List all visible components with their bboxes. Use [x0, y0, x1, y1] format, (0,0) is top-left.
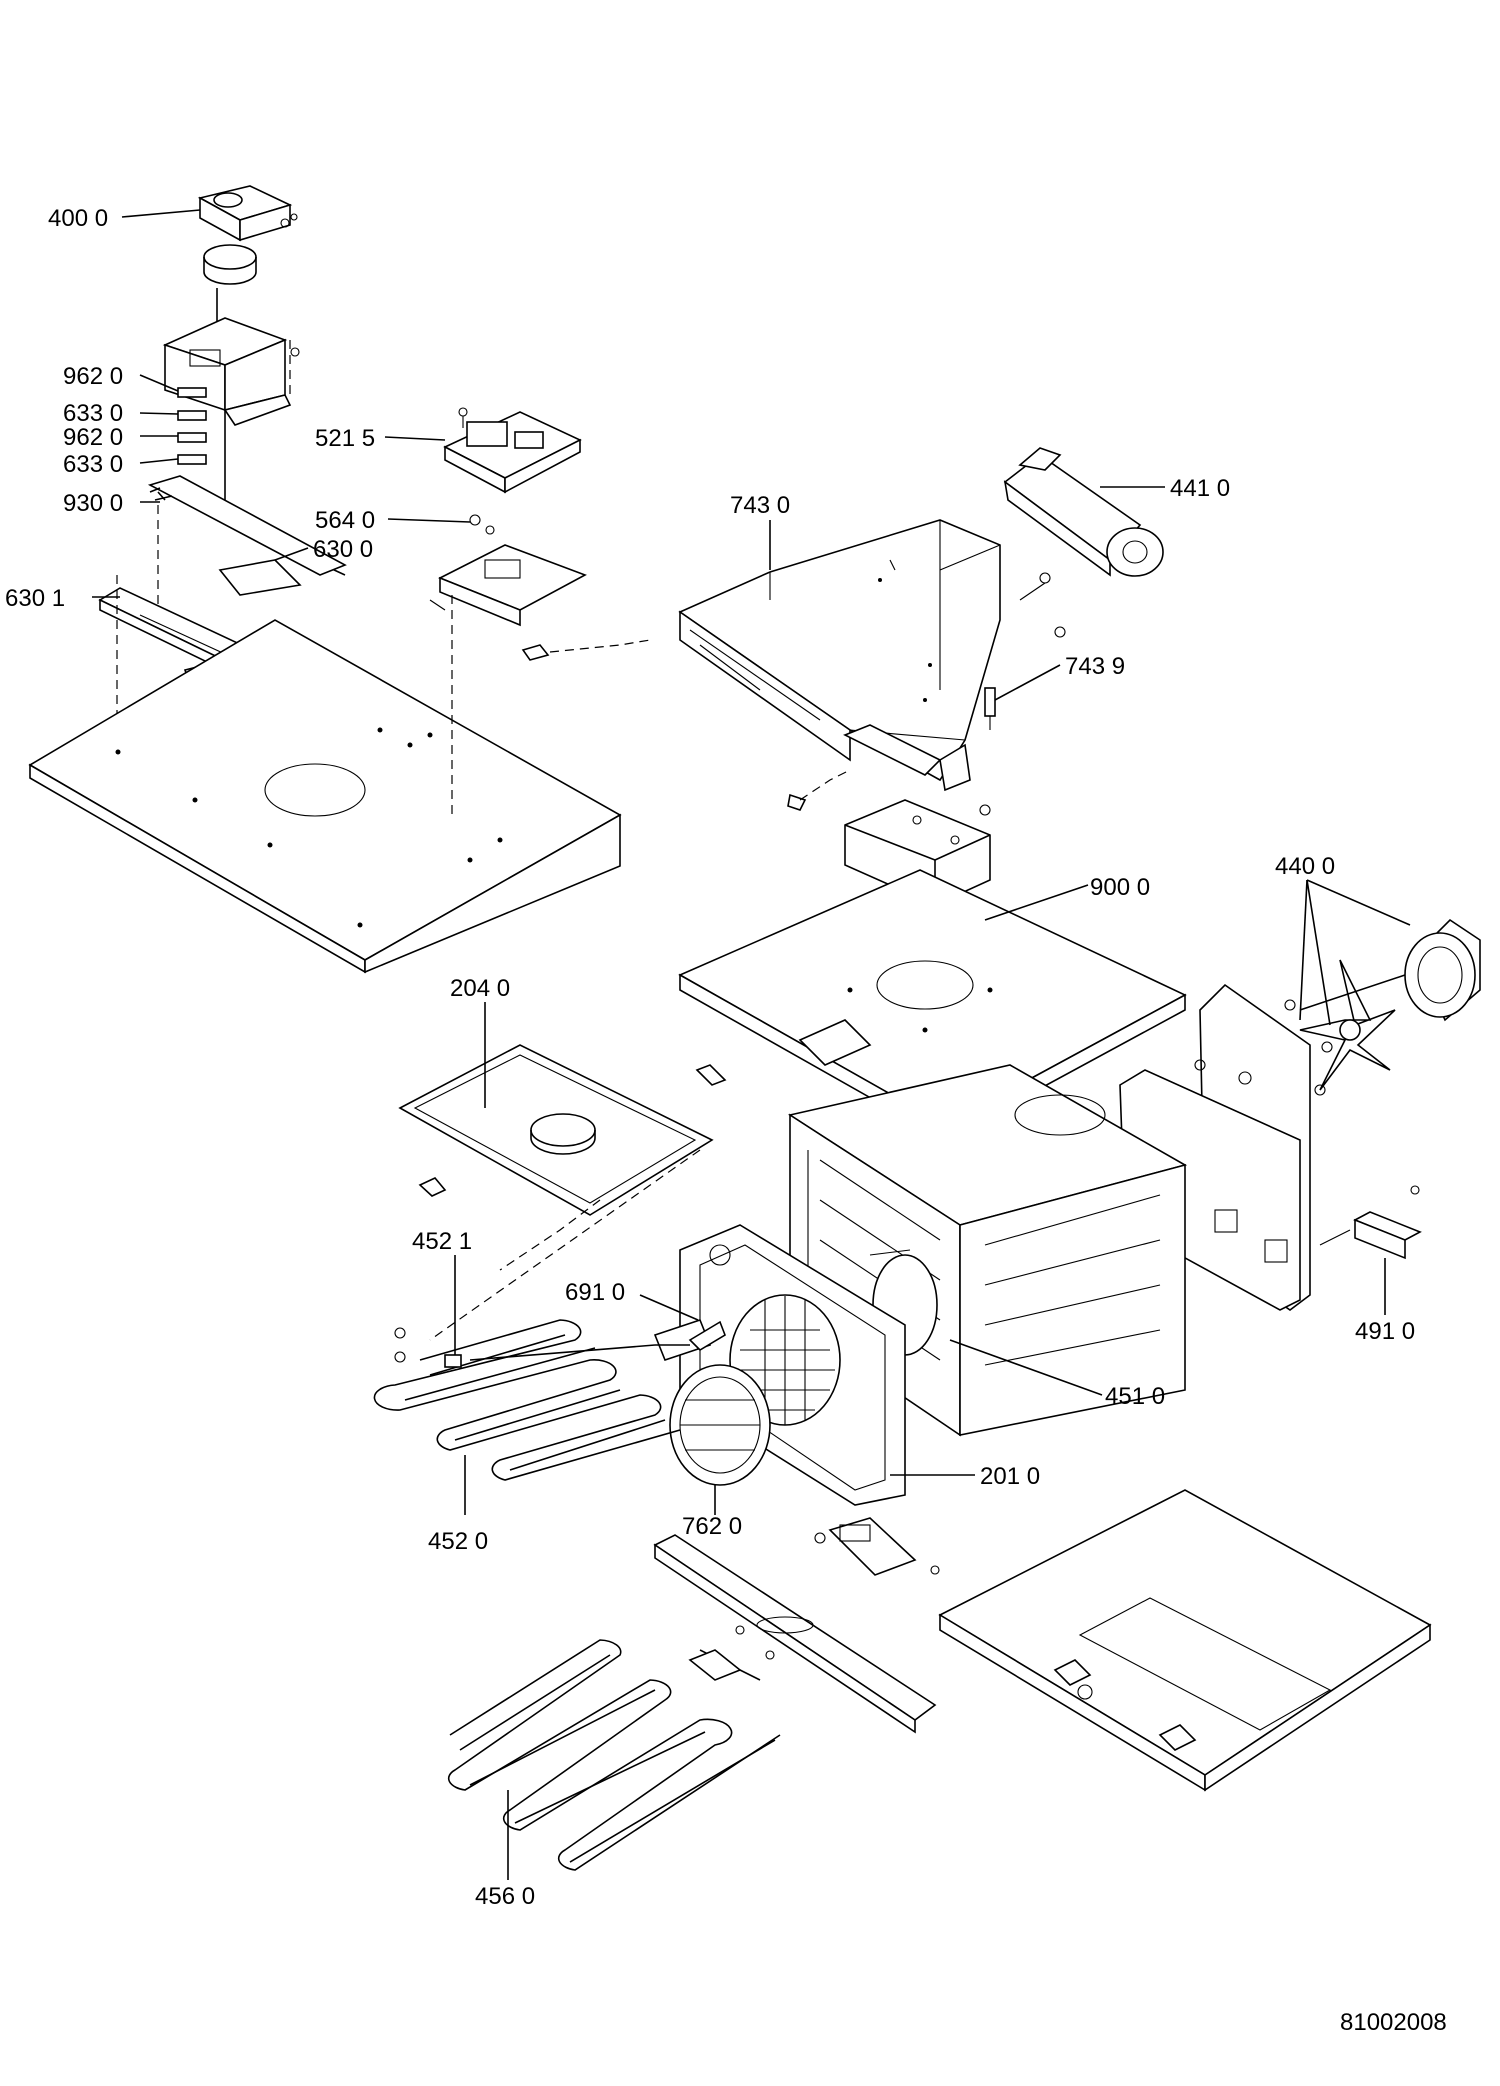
callout-962-0-b: 962 0 — [63, 424, 123, 451]
callout-630-1: 630 1 — [5, 585, 65, 612]
control-board-521-5 — [443, 407, 582, 494]
callout-400-0: 400 0 — [48, 205, 108, 232]
callout-201-0: 201 0 — [980, 1463, 1040, 1490]
callout-633-0-a: 633 0 — [63, 400, 123, 427]
callout-456-0: 456 0 — [475, 1883, 535, 1910]
callout-930-0: 930 0 — [63, 490, 123, 517]
callout-743-9: 743 9 — [1065, 653, 1125, 680]
callout-633-0-b: 633 0 — [63, 451, 123, 478]
callout-564-0: 564 0 — [315, 507, 375, 534]
rear-panel — [1119, 983, 1326, 1311]
callout-743-0: 743 0 — [730, 492, 790, 519]
top-panel — [28, 619, 622, 974]
fan-441-0 — [1003, 447, 1164, 638]
bottom-element-456-0 — [447, 1625, 781, 1871]
motor-400-part — [197, 185, 298, 285]
clip-connector — [521, 639, 651, 661]
bottom-rail — [653, 1517, 940, 1734]
callout-452-0: 452 0 — [428, 1528, 488, 1555]
callout-962-0-a: 962 0 — [63, 363, 123, 390]
callout-441-0: 441 0 — [1170, 475, 1230, 502]
callout-691-0: 691 0 — [565, 1279, 625, 1306]
leader-lines — [92, 209, 1411, 1880]
callout-491-0: 491 0 — [1355, 1318, 1415, 1345]
oven-cavity — [787, 1064, 1188, 1437]
heating-element-452-0 — [373, 1319, 690, 1481]
callout-labels: 400 0 962 0 633 0 962 0 633 0 930 0 630 … — [5, 205, 1447, 2036]
fan-motor-440-0 — [1284, 918, 1481, 1091]
screw-743-9 — [984, 687, 996, 730]
bracket-564-0 — [429, 514, 587, 820]
small-bracket — [695, 1064, 727, 1086]
bottom-panel — [938, 1489, 1432, 1792]
bracket-assembly — [147, 288, 347, 605]
callout-440-0: 440 0 — [1275, 853, 1335, 880]
callout-900-0: 900 0 — [1090, 874, 1150, 901]
terminal-block-491-0 — [1319, 1185, 1422, 1260]
callout-630-0: 630 0 — [313, 536, 373, 563]
callout-452-1: 452 1 — [412, 1228, 472, 1255]
panel-204-0 — [398, 1044, 714, 1341]
clip-lower — [787, 769, 851, 811]
callout-451-0: 451 0 — [1105, 1383, 1165, 1410]
callout-521-5: 521 5 — [315, 425, 375, 452]
duct-743-0 — [678, 519, 1001, 792]
callout-204-0: 204 0 — [450, 975, 510, 1002]
callout-762-0: 762 0 — [682, 1513, 742, 1540]
drawing-number: 81002008 — [1340, 2009, 1447, 2036]
mesh-filter-762-0 — [669, 1364, 771, 1486]
